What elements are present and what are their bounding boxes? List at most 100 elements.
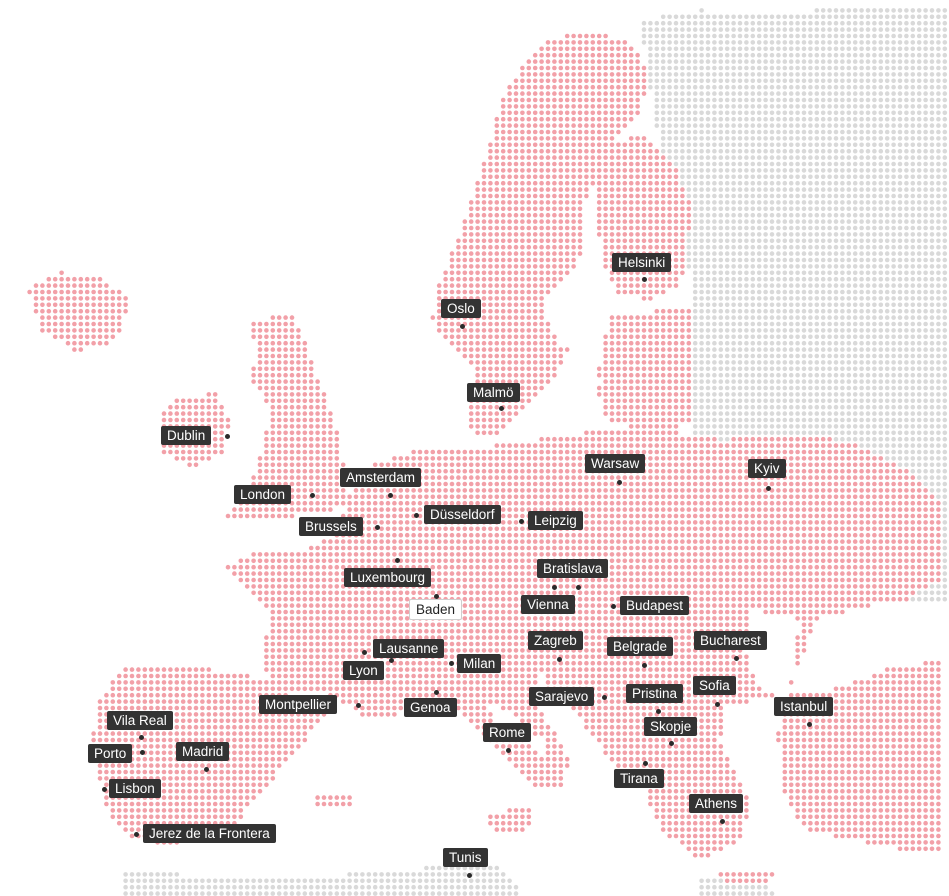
outside-dot (750, 257, 756, 263)
outside-dot (916, 353, 922, 359)
outside-dot (712, 251, 717, 256)
outside-dot (942, 136, 948, 141)
region-dot (622, 372, 628, 378)
outside-dot (724, 244, 730, 250)
outside-dot (897, 443, 903, 448)
outside-dot (814, 308, 820, 314)
region-dot (641, 78, 647, 84)
region-dot (635, 168, 640, 173)
outside-dot (385, 891, 391, 896)
outside-dot (404, 878, 410, 884)
outside-dot (897, 347, 903, 352)
outside-dot (756, 264, 762, 269)
region-dot (686, 366, 692, 372)
outside-dot (891, 110, 896, 116)
region-dot (628, 136, 634, 141)
outside-dot (443, 878, 448, 884)
outside-dot (705, 91, 711, 96)
region-dot (520, 321, 525, 327)
outside-dot (718, 385, 724, 391)
outside-dot (776, 59, 781, 64)
outside-dot (833, 225, 839, 231)
region-dot (558, 129, 564, 135)
outside-dot (833, 392, 839, 397)
outside-dot (776, 78, 781, 84)
outside-dot (712, 257, 717, 263)
outside-dot (756, 417, 762, 423)
outside-dot (910, 110, 916, 116)
region-dot (520, 187, 525, 192)
outside-dot (808, 270, 813, 276)
region-dot (628, 104, 634, 109)
outside-dot (712, 372, 717, 378)
region-dot (686, 315, 692, 320)
outside-dot (475, 878, 480, 884)
region-dot (289, 353, 295, 359)
outside-dot (750, 411, 756, 416)
outside-dot (718, 91, 724, 96)
region-dot (507, 366, 512, 372)
outside-dot (840, 270, 845, 276)
outside-dot (916, 180, 922, 186)
outside-dot (865, 27, 871, 32)
region-dot (654, 276, 660, 282)
outside-dot (782, 97, 788, 103)
outside-dot (750, 187, 756, 192)
region-dot (673, 174, 679, 180)
outside-dot (897, 46, 903, 52)
outside-dot (897, 289, 903, 295)
region-dot (635, 225, 640, 231)
outside-dot (846, 219, 852, 224)
outside-dot (763, 84, 768, 90)
region-dot (475, 328, 480, 333)
outside-dot (814, 14, 820, 20)
outside-dot (865, 116, 871, 122)
outside-dot (763, 296, 768, 301)
region-dot (78, 321, 84, 327)
region-dot (552, 238, 557, 244)
region-dot (520, 65, 525, 71)
outside-dot (859, 238, 864, 244)
outside-dot (878, 244, 884, 250)
region-dot (545, 347, 551, 352)
outside-dot (430, 878, 436, 884)
region-dot (500, 155, 506, 160)
outside-dot (852, 27, 858, 32)
region-dot (526, 353, 532, 359)
outside-dot (379, 891, 384, 896)
outside-dot (840, 430, 845, 436)
outside-dot (904, 225, 909, 231)
region-dot (302, 392, 308, 397)
region-dot (488, 321, 493, 327)
outside-dot (238, 884, 244, 890)
region-dot (539, 155, 544, 160)
outside-dot (859, 174, 864, 180)
region-dot (494, 264, 500, 269)
region-dot (481, 315, 487, 320)
region-dot (660, 238, 666, 244)
region-dot (603, 372, 608, 378)
region-dot (603, 366, 608, 372)
region-dot (628, 392, 634, 397)
outside-dot (737, 270, 743, 276)
region-dot (616, 392, 621, 397)
region-dot (526, 97, 532, 103)
outside-dot (929, 424, 935, 429)
outside-dot (910, 468, 916, 474)
outside-dot (686, 78, 692, 84)
outside-dot (910, 321, 916, 327)
outside-dot (756, 187, 762, 192)
outside-dot (891, 40, 896, 45)
outside-dot (852, 289, 858, 295)
outside-dot (680, 97, 685, 103)
outside-dot (776, 238, 781, 244)
region-dot (532, 372, 538, 378)
region-dot (603, 161, 608, 167)
outside-dot (686, 161, 692, 167)
outside-dot (660, 40, 666, 45)
outside-dot (699, 392, 704, 397)
region-dot (500, 328, 506, 333)
region-dot (283, 398, 288, 404)
region-dot (654, 168, 660, 173)
region-dot (520, 372, 525, 378)
